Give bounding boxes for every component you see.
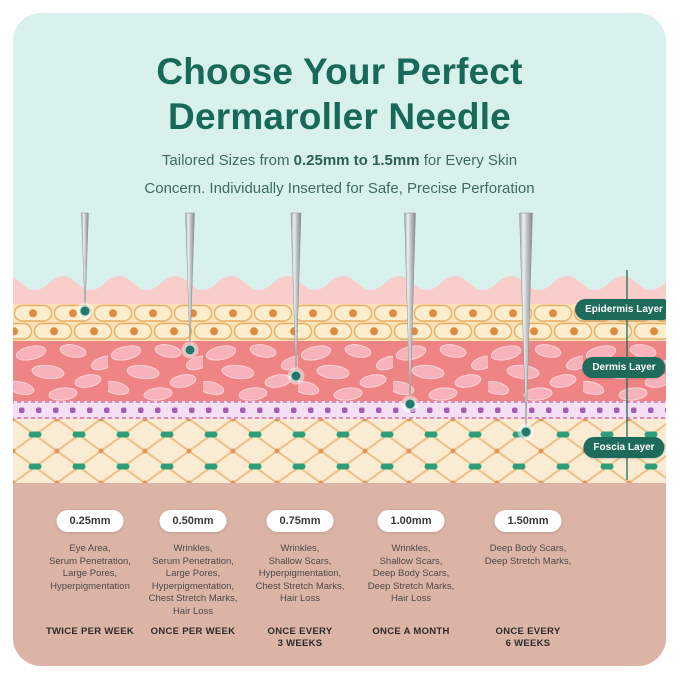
skin-layers <box>13 276 666 666</box>
layer-label-epidermis: Epidermis Layer <box>575 299 666 320</box>
skin-surface-wave <box>13 276 666 311</box>
needle-150mm <box>519 212 533 433</box>
needle-025mm <box>81 212 89 312</box>
needle-100mm <box>404 212 416 405</box>
subtitle-line-2: Concern. Individually Inserted for Safe,… <box>144 180 535 197</box>
layer-label-fascia: Foscia Layer <box>583 437 665 458</box>
size-pill-100mm: 1.00mm <box>377 510 445 532</box>
subtitle-post: for Every Skin <box>419 152 518 169</box>
infographic-panel: Choose Your Perfect Dermaroller Needle T… <box>13 13 666 666</box>
title-line-1: Choose Your Perfect <box>156 51 523 92</box>
page-title: Choose Your Perfect Dermaroller Needle <box>13 49 666 139</box>
page-subtitle: Tailored Sizes from 0.25mm to 1.5mm for … <box>13 147 666 203</box>
title-line-2: Dermaroller Needle <box>168 96 511 137</box>
subtitle-pre: Tailored Sizes from <box>161 152 294 169</box>
uses-075mm: Wrinkles, Shallow Scars, Hyperpigmentati… <box>255 543 345 604</box>
tip-marker-075mm <box>287 367 305 385</box>
dermis-band <box>13 341 666 401</box>
size-pill-150mm: 1.50mm <box>494 510 562 532</box>
fascia-band <box>13 419 666 483</box>
frequency-050mm: ONCE PER WEEK <box>150 626 236 637</box>
frequency-150mm: ONCE EVERY 6 WEEKS <box>495 626 561 649</box>
size-pill-075mm: 0.75mm <box>266 510 334 532</box>
uses-050mm: Wrinkles, Serum Penetration, Large Pores… <box>148 543 238 617</box>
subtitle-size-range: 0.25mm to 1.5mm <box>293 152 420 169</box>
membrane-band <box>13 401 666 419</box>
needle-075mm <box>290 212 302 377</box>
frequency-100mm: ONCE A MONTH <box>372 626 450 637</box>
tip-marker-025mm <box>76 302 94 320</box>
needle-050mm <box>185 212 195 351</box>
uses-025mm: Eye Area, Serum Penetration, Large Pores… <box>49 543 131 592</box>
tip-marker-150mm <box>517 423 535 441</box>
tip-marker-050mm <box>181 341 199 359</box>
skin-cross-section-svg <box>13 212 666 666</box>
size-pill-025mm: 0.25mm <box>56 510 124 532</box>
frequency-075mm: ONCE EVERY 3 WEEKS <box>267 626 333 649</box>
frequency-025mm: TWICE PER WEEK <box>45 626 135 637</box>
size-pill-050mm: 0.50mm <box>159 510 227 532</box>
uses-150mm: Deep Body Scars, Deep Stretch Marks, <box>484 543 572 567</box>
needles <box>81 212 533 433</box>
uses-100mm: Wrinkles, Shallow Scars, Deep Body Scars… <box>367 543 455 604</box>
tip-marker-100mm <box>401 395 419 413</box>
needle-tip-markers <box>76 302 535 441</box>
epidermis-band <box>13 304 666 341</box>
layer-label-dermis: Dermis Layer <box>582 357 666 378</box>
